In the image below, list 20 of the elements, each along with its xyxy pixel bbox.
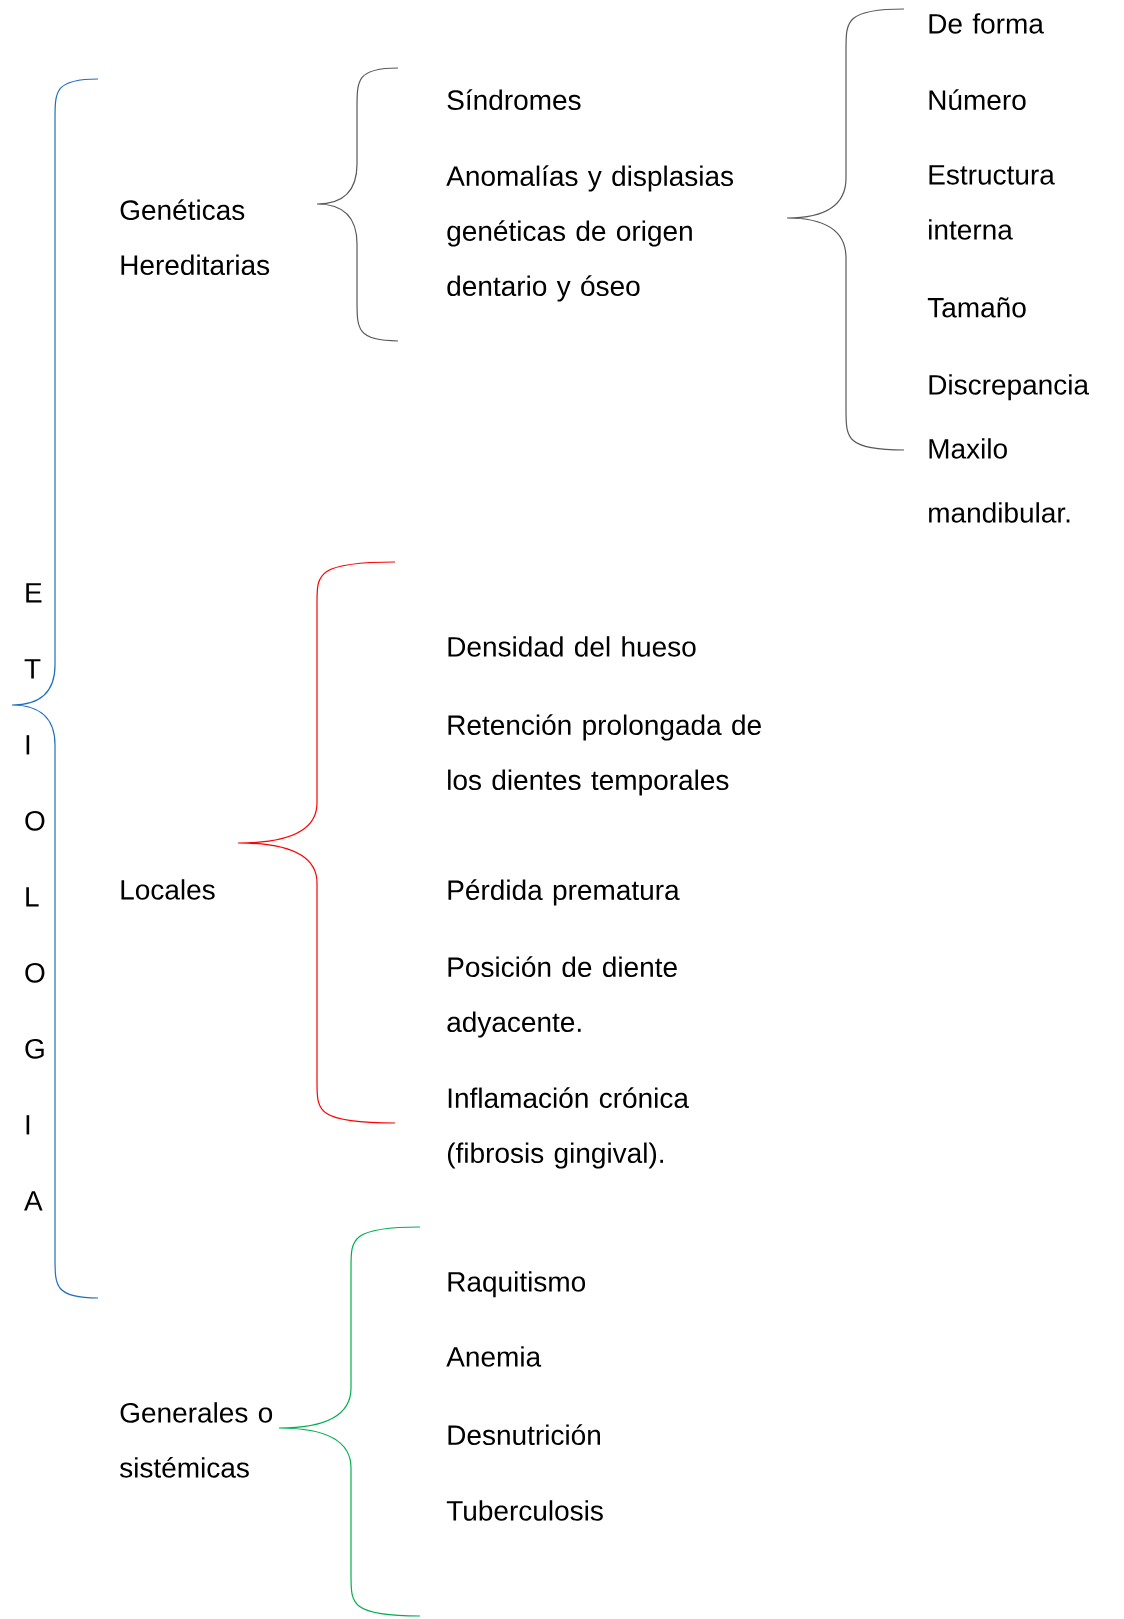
item-text: Posición de diente adyacente. [447, 956, 677, 1038]
item-text: Tamaño [927, 297, 1026, 318]
item-text: Raquitismo [448, 1271, 586, 1298]
category-label: Locales [121, 879, 215, 900]
item-text: Pérdida prematura [448, 879, 680, 906]
item-text: De forma [929, 13, 1044, 34]
item-text: Densidad del hueso [448, 636, 696, 657]
item-text: Inflamación crónica (fibrosis gingival). [447, 1087, 689, 1169]
item-text: Número [929, 89, 1026, 111]
item-text: Retención prolongada de los dientes temporales [448, 714, 761, 796]
item-text: Estructura interna [929, 165, 1055, 240]
item-text: Síndromes [447, 89, 581, 111]
category-label: Genéticas Hereditarias [120, 199, 270, 276]
vertical-title: E T I O L O G I A [24, 583, 45, 1211]
item-text: Tuberculosis [446, 1500, 603, 1521]
category-label: Generales o sistémicas [120, 1402, 273, 1478]
item-text: Discrepancia Maxilo mandibular. [929, 374, 1090, 523]
item-text: Anomalías y displasias genéticas de origen dentario y óseo [446, 165, 734, 302]
item-text: Desnutrición [448, 1424, 600, 1446]
item-text: Anemia [446, 1346, 542, 1367]
